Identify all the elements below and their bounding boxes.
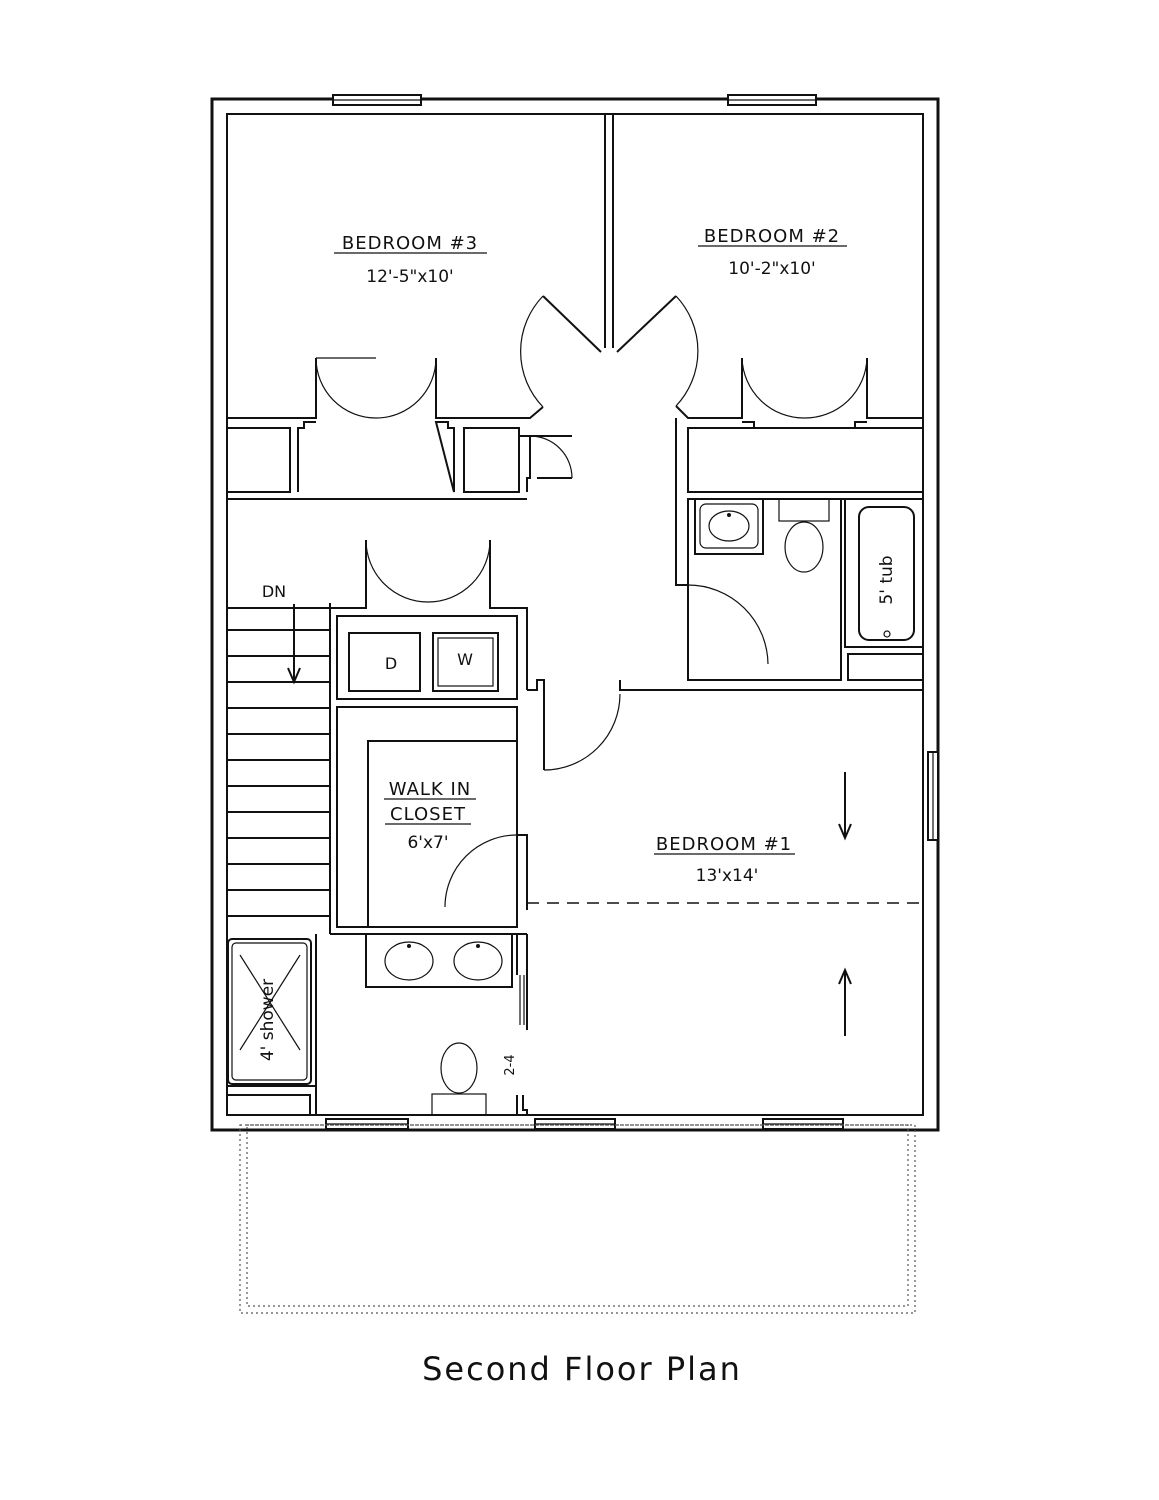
dryer-label: D	[385, 654, 397, 673]
shower-icon	[227, 938, 312, 1085]
closet-label-line1: WALK IN	[389, 779, 471, 800]
vanity-icon	[365, 933, 513, 988]
door-swings	[315, 295, 868, 908]
shower-label: 4' shower	[258, 979, 278, 1061]
sink-icon	[699, 503, 759, 549]
toilet-icon	[778, 498, 830, 522]
tub-icon	[858, 506, 915, 641]
washer-label: W	[457, 650, 473, 669]
exterior-walls	[210, 97, 940, 1132]
washer-icon	[432, 632, 499, 692]
toilet-icon	[440, 1042, 478, 1094]
stair-label: DN	[262, 582, 286, 601]
windows	[325, 94, 939, 1130]
bedroom2-label: BEDROOM #2	[704, 226, 840, 247]
direction-arrows	[838, 772, 852, 1036]
sink-icon	[453, 941, 503, 981]
stairs	[227, 604, 330, 917]
closet-size: 6'x7'	[407, 833, 448, 853]
plan-title: Second Floor Plan	[422, 1350, 742, 1388]
deck-outline	[239, 1124, 916, 1314]
door-size-label: 2-4	[503, 1054, 518, 1075]
closet-label-line2: CLOSET	[390, 804, 466, 825]
bedroom1-size: 13'x14'	[696, 866, 759, 886]
bedroom3-label: BEDROOM #3	[342, 233, 478, 254]
tub-label: 5' tub	[877, 555, 897, 604]
sink-icon	[384, 941, 434, 981]
dryer-icon	[348, 632, 421, 692]
bedroom1-label: BEDROOM #1	[656, 834, 792, 855]
bedroom2-size: 10'-2"x10'	[728, 259, 815, 279]
fixtures	[227, 498, 915, 1116]
bedroom3-size: 12'-5"x10'	[366, 267, 453, 287]
interior-walls	[226, 114, 924, 1116]
